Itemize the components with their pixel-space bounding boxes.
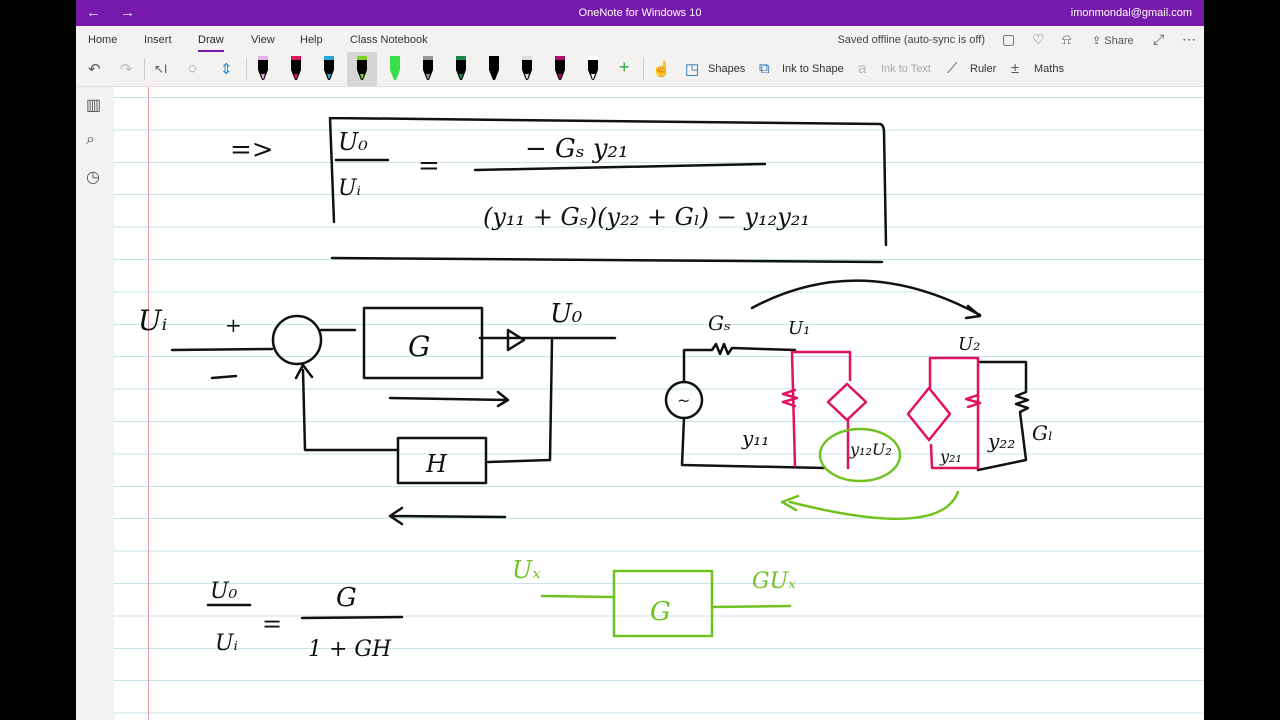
ink-circuit-u2: U₂ (958, 334, 980, 355)
ink-formula2-eq: = (262, 610, 282, 638)
ink-circuit-y11: y₁₁ (741, 426, 769, 450)
pen-11[interactable] (586, 56, 600, 82)
lasso-select-icon[interactable]: ◌ (188, 60, 197, 77)
pen-5[interactable] (388, 56, 402, 82)
notebooks-icon[interactable]: ▥ (86, 97, 102, 114)
search-icon[interactable]: ⌕ (86, 131, 95, 148)
circuit-black (664, 279, 1030, 472)
pen-3[interactable] (322, 56, 336, 82)
ink-formula2-num-right: G (336, 583, 357, 613)
ink-formula1-num-left: U₀ (338, 128, 368, 156)
ink-block-g: G (408, 330, 430, 363)
ink-green-g: G (650, 597, 671, 627)
tab-insert[interactable]: Insert (144, 34, 172, 46)
expand-icon[interactable]: ⤢ (1153, 31, 1165, 47)
ink-formula1-den-right: (y₁₁ + Gₛ)(y₂₂ + Gₗ) − y₁₂y₂₁ (483, 203, 810, 231)
ink-layer: => U₀ Uᵢ = − Gₛ y₂₁ (y₁₁ + Gₛ)(y₂₂ + Gₗ)… (138, 116, 1053, 662)
title-bar: ← → OneNote for Windows 10 imonmondal@gm… (76, 0, 1204, 26)
pen-7[interactable] (454, 56, 468, 82)
tab-home[interactable]: Home (88, 34, 118, 46)
ink-block-plus: + (225, 313, 242, 337)
ink-circuit-y12u2: y₁₂U₂ (849, 440, 892, 459)
maths-icon[interactable]: ± (1011, 60, 1020, 77)
ink-block-output: U₀ (550, 299, 583, 329)
ruler-icon[interactable]: ⟋ (947, 60, 958, 77)
tab-class-notebook[interactable]: Class Notebook (350, 34, 428, 46)
more-icon[interactable]: ⋯ (1182, 31, 1196, 47)
lightbulb-icon[interactable]: ♡ (1032, 31, 1045, 47)
redo-icon[interactable]: ↷ (120, 61, 133, 78)
ink-to-text-button: Ink to Text (881, 63, 931, 75)
pen-4[interactable] (347, 52, 377, 86)
ink-block-input: Uᵢ (138, 304, 167, 337)
ribbon-tabs: Home Insert Draw View Help Class Noteboo… (76, 26, 1204, 52)
recent-clock-icon[interactable]: ◷ (86, 169, 100, 186)
ink-circuit-u1: U₁ (788, 318, 810, 339)
ink-to-shape-button[interactable]: Ink to Shape (782, 63, 844, 75)
sidebar: ▥ ⌕ ◷ (76, 87, 114, 720)
pen-6[interactable] (421, 56, 435, 82)
ink-to-shape-icon[interactable]: ⧉ (759, 60, 770, 77)
ink-formula2-den-left: Uᵢ (215, 631, 238, 656)
ink-green-input: Uₓ (512, 556, 541, 584)
share-label: Share (1104, 35, 1134, 47)
shapes-button[interactable]: Shapes (708, 63, 746, 75)
margin-line (148, 87, 149, 720)
ink-formula2-num-left: U₀ (210, 579, 238, 604)
ink-formula2-den-right: 1 + GH (308, 637, 392, 662)
tab-help[interactable]: Help (300, 34, 323, 46)
note-canvas[interactable]: => U₀ Uᵢ = − Gₛ y₂₁ (y₁₁ + Gₛ)(y₂₂ + Gₗ)… (114, 87, 1204, 720)
bell-icon[interactable]: ⍾ (1062, 31, 1072, 47)
draw-toolbar: ↶ ↷ ↖I ◌ ⇕ + ☝ ◳ Shapes ⧉ Ink to Shape a… (76, 52, 1204, 87)
ink-circuit-y21: y₂₁ (939, 447, 962, 466)
type-select-icon[interactable]: ↖I (154, 62, 168, 76)
pen-9[interactable] (520, 56, 534, 82)
ink-circuit-gl: Gₗ (1032, 421, 1053, 445)
ink-green-output: GUₓ (752, 569, 796, 594)
ink-formula1-num-right: − Gₛ y₂₁ (525, 134, 628, 164)
page-icon[interactable]: ▢ (1002, 31, 1016, 47)
circuit-green (780, 427, 960, 521)
ink-circuit-gs: Gₛ (708, 311, 731, 335)
pen-8[interactable] (487, 56, 501, 82)
pen-10[interactable] (553, 56, 567, 82)
ink-to-text-icon: a (858, 60, 867, 77)
account-email[interactable]: imonmondal@gmail.com (1070, 7, 1192, 19)
ruler-button[interactable]: Ruler (970, 63, 997, 75)
ink-circuit-y22: y₂₂ (987, 429, 1015, 453)
tab-view[interactable]: View (251, 34, 275, 46)
block-diagram (170, 306, 617, 526)
circuit-pink (781, 350, 982, 470)
maths-button[interactable]: Maths (1034, 63, 1064, 75)
formula1-box (328, 116, 888, 264)
ink-circuit-source: ~ (677, 391, 690, 410)
ink-formula1-eq: = (418, 151, 440, 181)
add-space-icon[interactable]: ⇕ (220, 61, 233, 78)
sync-status: Saved offline (auto-sync is off) (837, 34, 985, 46)
onenote-window: ← → OneNote for Windows 10 imonmondal@gm… (76, 0, 1204, 720)
app-title: OneNote for Windows 10 (578, 7, 702, 19)
shapes-icon[interactable]: ◳ (685, 61, 700, 78)
ink-implies: => (230, 135, 274, 165)
share-button[interactable]: ⇪ Share (1092, 35, 1134, 47)
forward-arrow-icon[interactable]: → (120, 4, 135, 21)
pen-1[interactable] (256, 56, 270, 82)
green-block (540, 569, 792, 638)
ink-block-h: H (425, 450, 448, 478)
undo-icon[interactable]: ↶ (88, 61, 101, 78)
ink-formula1-den-left: Uᵢ (338, 176, 361, 201)
formula2-lines (206, 603, 404, 620)
touch-draw-icon[interactable]: ☝ (652, 61, 671, 78)
tab-draw[interactable]: Draw (198, 34, 224, 52)
back-arrow-icon[interactable]: ← (86, 4, 101, 21)
add-pen-icon[interactable]: + (619, 57, 630, 77)
pen-2[interactable] (289, 56, 303, 82)
